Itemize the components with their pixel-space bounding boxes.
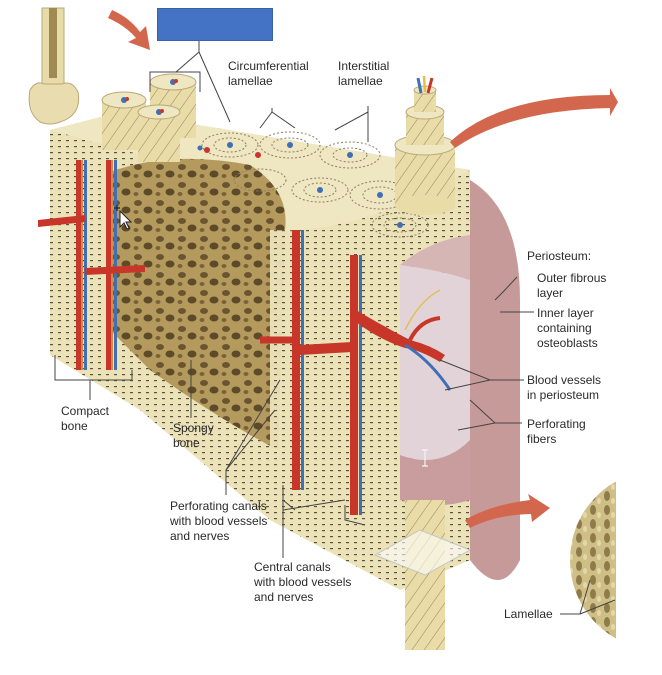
move-cursor-icon xyxy=(114,205,133,229)
lamellae-micrograph xyxy=(570,440,662,675)
label-periosteum: Periosteum: xyxy=(527,249,592,263)
extracted-osteon xyxy=(394,75,456,215)
long-bone-thumbnail xyxy=(28,7,80,125)
text-cursor-icon xyxy=(422,449,428,467)
label-spongy-bone: Spongy bone xyxy=(173,421,214,450)
blood-vessels-left xyxy=(38,160,145,370)
label-circumferential-lamellae: Circumferential lamellae xyxy=(228,59,309,88)
zoom-arrow-icon xyxy=(108,10,150,50)
leader-lines xyxy=(54,41,616,615)
bone-shaft-bottom xyxy=(373,494,550,650)
label-placeholder-box[interactable] xyxy=(157,8,273,41)
label-outer-fibrous-layer: Outer fibrous layer xyxy=(537,271,607,300)
label-central-canals: Central canals with blood vessels and ne… xyxy=(254,560,352,604)
label-inner-layer: Inner layer containing osteoblasts xyxy=(537,306,598,350)
central-canal-dots xyxy=(197,142,403,228)
blood-vessels-right xyxy=(260,230,452,515)
label-lamellae: Lamellae xyxy=(504,607,553,621)
osteon-cylinders xyxy=(101,73,197,162)
label-blood-vessels-periosteum: Blood vessels in periosteum xyxy=(527,373,602,402)
spongy-bone-region xyxy=(110,158,286,450)
label-compact-bone: Compact bone xyxy=(61,404,110,433)
curved-arrow-icon xyxy=(450,88,618,148)
label-perforating-fibers: Perforating fibers xyxy=(527,417,586,446)
label-interstitial-lamellae: Interstitial lamellae xyxy=(338,59,390,88)
label-perforating-canals: Perforating canals with blood vessels an… xyxy=(170,499,268,543)
